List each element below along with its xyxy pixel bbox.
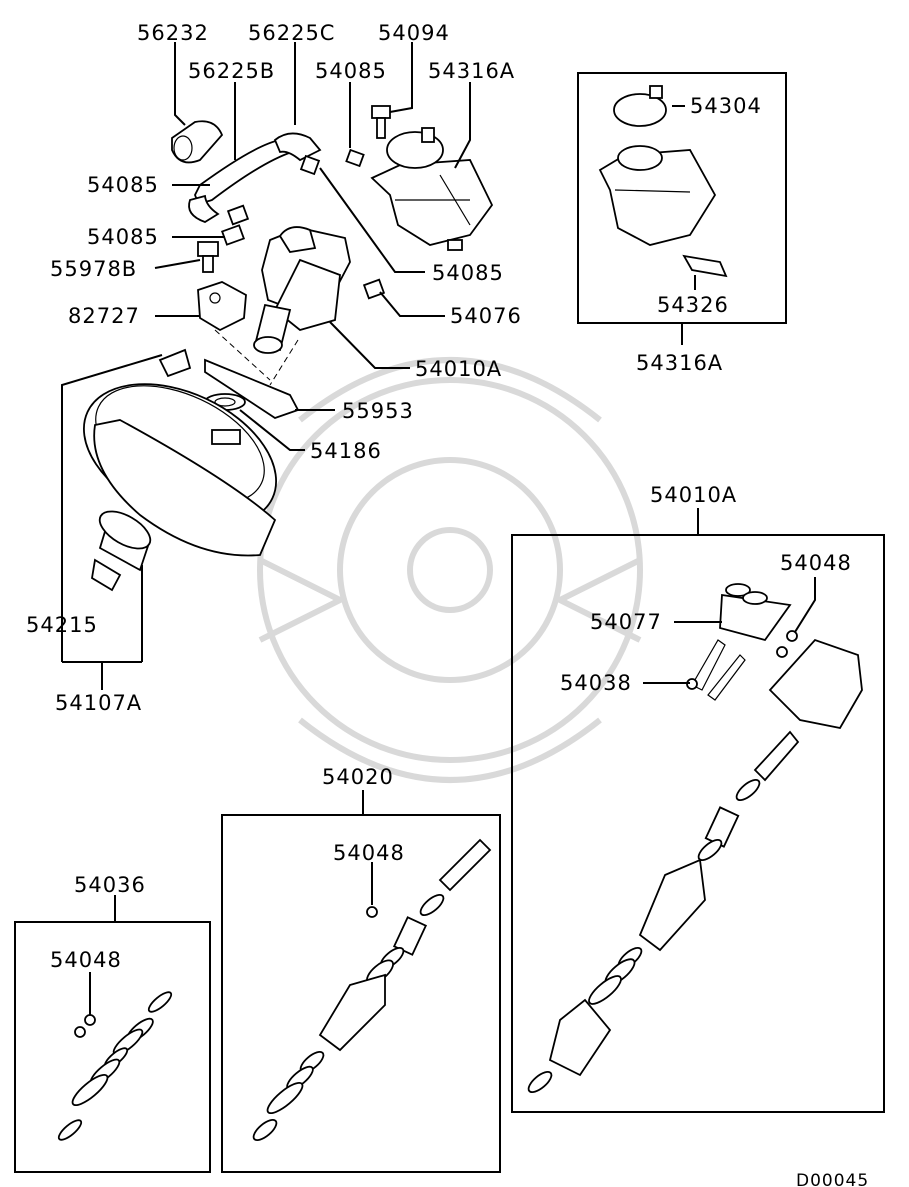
label-56225C: 56225C [248, 21, 335, 45]
box-54020 [221, 814, 501, 1173]
label-54316A-top: 54316A [428, 59, 515, 83]
box-54036 [14, 921, 211, 1173]
hose-clips [220, 148, 386, 300]
label-54304: 54304 [690, 94, 762, 118]
sensor-82727 [197, 281, 247, 332]
label-56225B: 56225B [188, 59, 275, 83]
label-54085-left2: 54085 [87, 225, 159, 249]
reservoir-body [598, 145, 717, 246]
watermark-emblem [257, 357, 643, 783]
reservoir-grommet-54077 [719, 583, 792, 642]
label-54036: 54036 [74, 873, 146, 897]
label-54048-left: 54048 [50, 948, 122, 972]
piston-body-right [527, 630, 863, 1094]
label-54215: 54215 [26, 613, 98, 637]
label-54010A-main: 54010A [415, 357, 502, 381]
label-54316A-box: 54316A [636, 351, 723, 375]
label-54048-right: 54048 [780, 551, 852, 575]
master-cylinder-54010A [253, 226, 351, 354]
label-55978B: 55978B [50, 257, 137, 281]
brake-booster-54107A [83, 348, 277, 592]
piston-kit-54020 [252, 838, 492, 1142]
label-54107A: 54107A [55, 691, 142, 715]
hose-56232 [171, 120, 224, 164]
reservoir-54316A [370, 127, 494, 251]
hose-56225C [273, 132, 322, 162]
label-54085-top: 54085 [315, 59, 387, 83]
hose-56225B [188, 139, 294, 223]
leader-lines-main [61, 42, 471, 690]
clip-54038 [686, 639, 746, 701]
label-54326: 54326 [657, 293, 729, 317]
diagram-code: D00045 [796, 1171, 869, 1187]
reservoir-cap-54304 [613, 85, 667, 127]
label-54186: 54186 [310, 439, 382, 463]
label-54038: 54038 [560, 671, 632, 695]
seal-kit-54036 [57, 991, 173, 1141]
plate-55953 [204, 329, 300, 419]
label-54010A-box: 54010A [650, 483, 737, 507]
label-56232: 56232 [137, 21, 209, 45]
cap-54326 [682, 254, 728, 278]
bolt-55978B [197, 241, 219, 273]
label-54077: 54077 [590, 610, 662, 634]
label-54020: 54020 [322, 765, 394, 789]
label-54085-left1: 54085 [87, 173, 159, 197]
label-54076: 54076 [450, 304, 522, 328]
label-55953: 55953 [342, 399, 414, 423]
label-82727: 82727 [68, 304, 140, 328]
label-54085-right: 54085 [432, 261, 504, 285]
label-54048-middle: 54048 [333, 841, 405, 865]
label-54094: 54094 [378, 21, 450, 45]
bolt-54094 [371, 105, 391, 139]
